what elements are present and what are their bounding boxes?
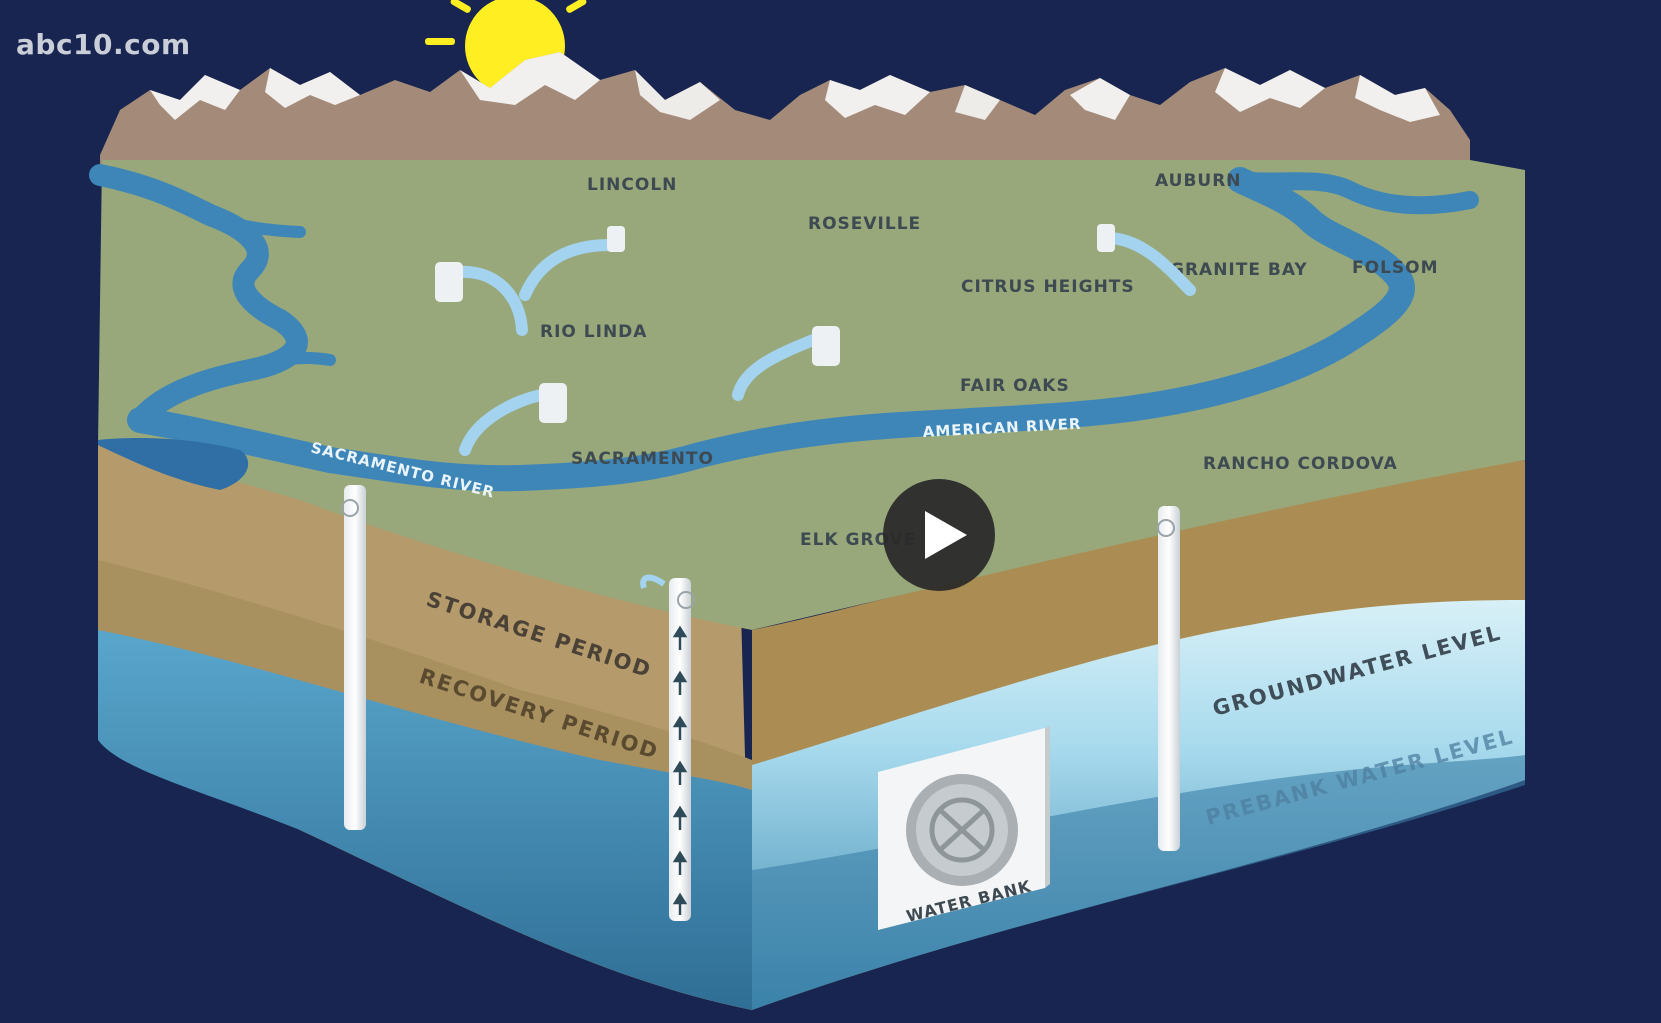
town-rio-linda: RIO LINDA: [540, 322, 647, 342]
water-tank-icon: [435, 224, 1196, 456]
town-rancho-cordova: RANCHO CORDOVA: [1203, 454, 1398, 474]
lake: [98, 438, 249, 490]
town-granite-bay: GRANITE BAY: [1170, 260, 1308, 280]
town-roseville: ROSEVILLE: [808, 214, 921, 234]
groundwater-left: [98, 630, 752, 1010]
town-fair-oaks: FAIR OAKS: [960, 376, 1070, 396]
mountain-range: [100, 52, 1470, 165]
town-sacramento: SACRAMENTO: [571, 449, 714, 469]
play-icon: [925, 511, 967, 559]
town-auburn: AUBURN: [1155, 171, 1242, 191]
town-lincoln: LINCOLN: [587, 175, 677, 195]
town-folsom: FOLSOM: [1352, 258, 1439, 278]
water-bank-icon: [878, 726, 1050, 930]
river-system: [89, 164, 1479, 492]
abc10-watermark: abc10.com: [16, 28, 191, 61]
well-pipe-icon: [341, 485, 1180, 921]
town-citrus-heights: CITRUS HEIGHTS: [961, 277, 1135, 297]
play-button[interactable]: [883, 479, 995, 591]
